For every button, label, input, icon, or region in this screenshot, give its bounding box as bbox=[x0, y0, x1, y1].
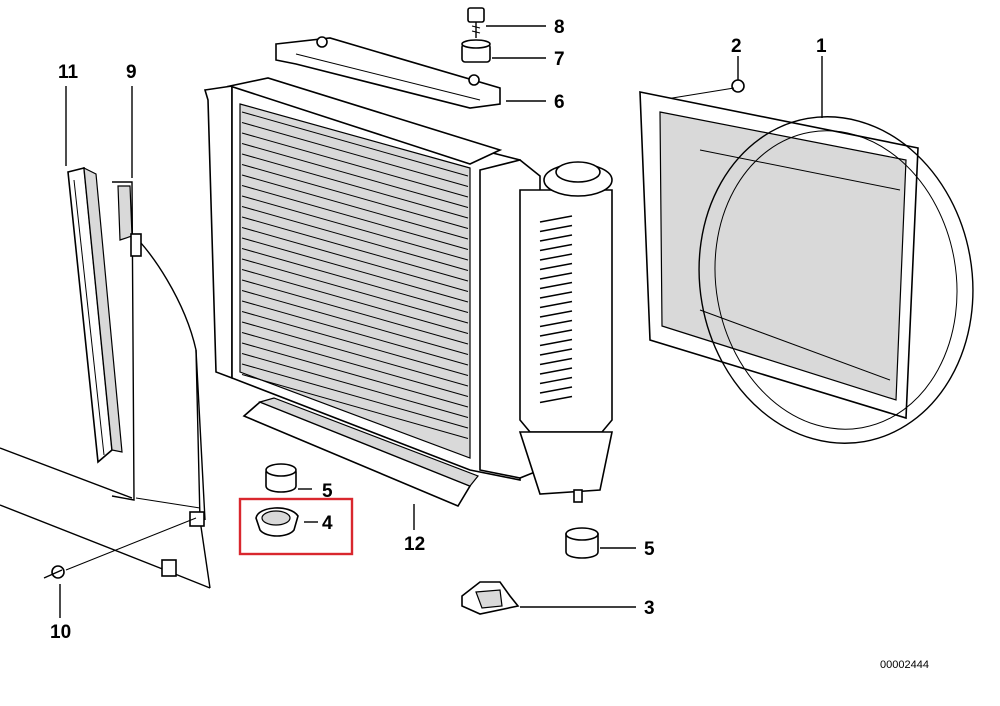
radiator-fin bbox=[241, 300, 469, 366]
tank-slot bbox=[539, 386, 573, 394]
tank-slot bbox=[539, 338, 573, 347]
callout-7: 7 bbox=[554, 49, 565, 70]
tank-slot bbox=[539, 367, 573, 375]
radiator-fin bbox=[241, 290, 469, 355]
callout-8: 8 bbox=[554, 17, 565, 38]
tank-slot bbox=[539, 348, 573, 356]
part-5-bush-right bbox=[565, 527, 636, 559]
radiator-fin bbox=[241, 132, 469, 198]
radiator-fin bbox=[241, 342, 469, 408]
radiator-fin bbox=[241, 363, 469, 429]
radiator-fin bbox=[241, 195, 469, 261]
radiator-fin bbox=[241, 227, 469, 292]
radiator-fin bbox=[241, 269, 469, 334]
tank-slot bbox=[539, 395, 573, 404]
part-1-fan-shroud bbox=[639, 56, 974, 444]
tank-slot bbox=[539, 253, 573, 261]
radiator-fin bbox=[241, 374, 469, 439]
radiator-fin bbox=[241, 332, 469, 397]
radiator-fin bbox=[241, 143, 469, 208]
radiator-fin bbox=[241, 258, 469, 324]
radiator-fin bbox=[241, 164, 469, 229]
radiator-fin bbox=[241, 237, 469, 303]
callout-5-right: 5 bbox=[644, 539, 655, 560]
part-4-highlight-box bbox=[238, 497, 354, 556]
lower-air-duct-sheet bbox=[0, 349, 211, 589]
tank-slot bbox=[539, 262, 573, 271]
radiator-fin bbox=[241, 279, 469, 345]
radiator-fin bbox=[241, 153, 469, 219]
tank-slot bbox=[539, 376, 573, 385]
part-12-lower-seal bbox=[242, 397, 479, 530]
callout-12: 12 bbox=[404, 534, 425, 555]
radiator-fins bbox=[241, 111, 469, 439]
radiator bbox=[203, 77, 613, 503]
radiator-fin bbox=[241, 174, 469, 240]
part-11-seal-strip bbox=[67, 166, 123, 464]
tank-slot bbox=[539, 319, 573, 328]
part-10-clip bbox=[43, 517, 197, 618]
part-8-bolt bbox=[467, 7, 546, 38]
part-3-lower-bracket bbox=[461, 581, 636, 615]
radiator-fin bbox=[241, 111, 469, 177]
callout-4: 4 bbox=[322, 513, 333, 534]
tank-slot bbox=[539, 243, 573, 252]
part-7-rubber-mount bbox=[461, 39, 546, 63]
radiator-fin bbox=[241, 321, 469, 387]
callout-11: 11 bbox=[58, 62, 79, 83]
tank-slot bbox=[539, 234, 573, 242]
callout-5-left: 5 bbox=[322, 481, 333, 502]
radiator-fin bbox=[241, 216, 469, 282]
document-number: 00002444 bbox=[880, 659, 929, 671]
radiator-fin bbox=[241, 206, 469, 271]
radiator-fin bbox=[241, 185, 469, 250]
tank-slot bbox=[539, 291, 573, 299]
part-2-screw bbox=[659, 56, 745, 101]
radiator-fin bbox=[241, 311, 469, 376]
callout-1: 1 bbox=[816, 36, 827, 57]
radiator-fin bbox=[241, 122, 469, 187]
tank-slot bbox=[539, 329, 573, 337]
part-5-bush-left bbox=[265, 463, 312, 493]
tank-vent-slots bbox=[539, 215, 573, 404]
tank-slot bbox=[539, 310, 573, 318]
tank-slot bbox=[539, 272, 573, 280]
part-9-duct-panel bbox=[111, 181, 206, 521]
part-4-rubber-cup bbox=[255, 507, 318, 537]
radiator-fin bbox=[241, 353, 469, 418]
tank-slot bbox=[539, 357, 573, 366]
callout-9: 9 bbox=[126, 62, 137, 83]
tank-slot bbox=[539, 300, 573, 309]
tank-slot bbox=[539, 224, 573, 233]
callout-2: 2 bbox=[731, 36, 742, 57]
callout-3: 3 bbox=[644, 598, 655, 619]
tank-slot bbox=[539, 215, 573, 223]
radiator-fin bbox=[241, 248, 469, 313]
callout-6: 6 bbox=[554, 92, 565, 113]
tank-slot bbox=[539, 281, 573, 290]
part-6-upper-bracket bbox=[275, 36, 546, 109]
callout-10: 10 bbox=[50, 622, 71, 643]
